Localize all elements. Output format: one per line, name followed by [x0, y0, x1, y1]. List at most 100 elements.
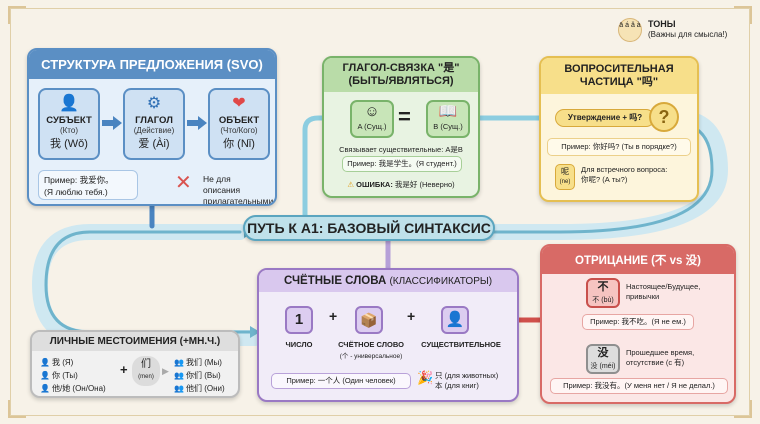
question-header: ВОПРОСИТЕЛЬНАЯ ЧАСТИЦА "吗"	[541, 58, 697, 94]
copula-description: Связывает существительные: A是B	[339, 145, 463, 154]
mei-char: 没	[597, 347, 609, 359]
question-header-line2: ЧАСТИЦА "吗"	[579, 76, 659, 88]
arrow-right-icon	[198, 116, 207, 130]
svo-verb-title: ГЛАГОЛ	[135, 115, 173, 126]
copula-error-label: ОШИБКА:	[356, 180, 393, 189]
svo-subject-sub: (Кто)	[59, 126, 78, 135]
person-icon: 👤	[40, 384, 50, 393]
measure-words-card: СЧЁТНЫЕ СЛОВА (КЛАССИФИКАТОРЫ) 1 + 📦 + 👤…	[257, 268, 519, 402]
bu-badge: 不 不 (bù)	[586, 278, 620, 308]
bu-pinyin: 不 (bù)	[592, 297, 614, 304]
pronoun-text: 我们 (Мы)	[185, 358, 222, 367]
copula-error: ⚠ ОШИБКА: 我是好 (Неверно)	[324, 179, 478, 190]
men-pinyin: (men)	[138, 374, 154, 380]
party-popper-icon: 🎉	[417, 370, 434, 385]
measure-words-header: СЧЁТНЫЕ СЛОВА (КЛАССИФИКАТОРЫ)	[259, 270, 517, 292]
group-icon: 👥	[174, 384, 184, 393]
bu-example: Пример: 我不吃。(Я не ем.)	[582, 314, 694, 330]
mw-note-line1: 只 (для животных)	[435, 371, 499, 380]
copula-example: Пример: 我是学生。(Я студент.)	[342, 156, 462, 172]
copula-a-box: ☺ A (Сущ.)	[350, 100, 394, 138]
bu-line2: привычки	[626, 292, 660, 301]
svo-arrow	[102, 120, 114, 126]
heart-icon: ❤	[232, 95, 246, 112]
mei-example: Пример: 我没有。(У меня нет / Я не делал.)	[550, 378, 728, 394]
bu-description: Настоящее/Будущее, привычки	[626, 282, 726, 302]
warning-icon: ⚠	[347, 180, 355, 189]
copula-header-line2: (БЫТЬ/ЯВЛЯТЬСЯ)	[348, 75, 454, 87]
ne-particle-badge: 呢 (ne)	[555, 164, 575, 190]
question-example: Пример: 你好吗? (Ты в порядке?)	[547, 138, 691, 156]
pronouns-header: ЛИЧНЫЕ МЕСТОИМЕНИЯ (+МН.Ч.)	[32, 332, 238, 351]
ne-char: 呢	[561, 167, 569, 176]
svo-object-cn: 你 (Nǐ)	[223, 138, 255, 150]
copula-b-label: B (Сущ.)	[433, 122, 463, 131]
tones-subtitle: (Важны для смысла!)	[648, 30, 728, 39]
mw-header-sub: (КЛАССИФИКАТОРЫ)	[389, 276, 493, 287]
question-mark-icon: ?	[649, 102, 679, 132]
bu-char: 不	[597, 281, 609, 293]
plus-sign: +	[120, 362, 128, 377]
svo-example-cn: Пример: 我爱你。	[44, 175, 114, 185]
list-item: 👤他/她 (Он/Она)	[40, 382, 106, 395]
svo-subject-box: 👤 СУБЪЕКТ (Кто) 我 (Wǒ)	[38, 88, 100, 160]
mw-label-noun: СУЩЕСТВИТЕЛЬНОЕ	[421, 340, 501, 349]
copula-card: ГЛАГОЛ-СВЯЗКА "是" (БЫТЬ/ЯВЛЯТЬСЯ) ☺ A (С…	[322, 56, 480, 198]
pronoun-text: 我 (Я)	[51, 358, 74, 367]
cross-icon: ✕	[175, 172, 192, 194]
svo-verb-cn: 爱 (Ài)	[138, 138, 170, 150]
book-icon: 📖	[438, 103, 458, 120]
person-icon: 👤	[441, 306, 469, 334]
ne-description: Для встречного вопроса: 你呢? (А ты?)	[581, 165, 691, 185]
copula-b-box: 📖 B (Сущ.)	[426, 100, 470, 138]
list-item: 👥我们 (Мы)	[174, 356, 225, 369]
mw-note-line2: 本 (для книг)	[435, 381, 479, 390]
list-item: 👥他们 (Они)	[174, 382, 225, 395]
mw-label-number: ЧИСЛО	[285, 340, 313, 349]
copula-header: ГЛАГОЛ-СВЯЗКА "是" (БЫТЬ/ЯВЛЯТЬСЯ)	[324, 58, 478, 92]
pronoun-text: 他/她 (Он/Она)	[51, 384, 106, 393]
mw-classifier-sub: (个 - универсальное)	[339, 353, 403, 360]
question-particle-card: ВОПРОСИТЕЛЬНАЯ ЧАСТИЦА "吗" Утверждение +…	[539, 56, 699, 202]
person-icon: 👤	[59, 95, 79, 112]
arrow-right-icon: ▶	[162, 366, 169, 376]
pronouns-card: ЛИЧНЫЕ МЕСТОИМЕНИЯ (+МН.Ч.) 👤我 (Я) 👤你 (Т…	[30, 330, 240, 398]
frame-corner-ornament	[734, 6, 752, 24]
smiley-icon: ☺	[364, 103, 380, 120]
mei-line2: отсутствие (с 有)	[626, 358, 685, 367]
svo-arrow	[187, 120, 199, 126]
svo-warning: ✕ Не для описания прилагательными (без "…	[175, 172, 273, 204]
number-box: 1	[285, 306, 313, 334]
svo-verb-sub: (Действие)	[133, 126, 175, 135]
path-branch-copula	[302, 115, 328, 218]
mw-example: Пример: 一个人 (Один человек)	[271, 373, 411, 389]
pronouns-singular-list: 👤我 (Я) 👤你 (Ты) 👤他/她 (Он/Она)	[40, 356, 106, 395]
negation-header: ОТРИЦАНИЕ (不 vs 没)	[542, 246, 734, 274]
svo-object-box: ❤ ОБЪЕКТ (Что/Кого) 你 (Nǐ)	[208, 88, 270, 160]
ne-pinyin: (ne)	[559, 179, 571, 185]
svo-card: СТРУКТУРА ПРЕДЛОЖЕНИЯ (SVO) 👤 СУБЪЕКТ (К…	[27, 48, 277, 206]
svo-example-ru: (Я люблю тебя.)	[44, 187, 108, 197]
mw-label-classifier: СЧЁТНОЕ СЛОВО	[338, 340, 404, 349]
pronouns-plural-list: 👥我们 (Мы) 👥你们 (Вы) 👥他们 (Они)	[174, 356, 225, 395]
mei-line1: Прошедшее время,	[626, 348, 695, 357]
copula-error-text: 我是好 (Неверно)	[394, 180, 455, 189]
question-header-line1: ВОПРОСИТЕЛЬНАЯ	[564, 63, 674, 75]
frame-corner-ornament	[8, 6, 26, 24]
path-arrowhead	[250, 326, 260, 338]
ne-line1: Для встречного вопроса:	[581, 165, 668, 174]
svo-verb-box: ⚙ ГЛАГОЛ (Действие) 爱 (Ài)	[123, 88, 185, 160]
tone-marks-icon: ā á ǎ à	[618, 18, 642, 42]
svo-example: Пример: 我爱你。 (Я люблю тебя.)	[38, 170, 138, 200]
svo-object-title: ОБЪЕКТ	[218, 115, 260, 126]
frame-corner-ornament	[8, 400, 26, 418]
group-icon: 👥	[174, 371, 184, 380]
pronoun-text: 他们 (Они)	[185, 384, 225, 393]
pronoun-text: 你 (Ты)	[51, 371, 78, 380]
men-suffix-badge: 们 (men)	[132, 356, 160, 386]
men-char: 们	[141, 359, 151, 370]
group-icon: 👥	[174, 358, 184, 367]
tones-title: ТОНЫ	[648, 19, 676, 29]
path-road-lower	[31, 224, 263, 346]
svo-subject-title: СУБЪЕКТ	[46, 115, 92, 126]
